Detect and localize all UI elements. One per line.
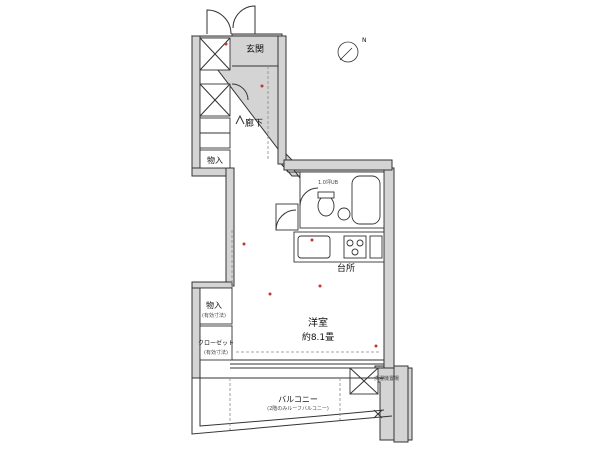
compass-icon: N bbox=[337, 37, 367, 63]
storage-top-label: 物入 bbox=[207, 155, 223, 165]
corridor-area: 廊下 bbox=[235, 66, 269, 160]
storage-left: 物入 (有効寸法) bbox=[199, 287, 233, 325]
western-room-size: 約8.1畳 bbox=[302, 331, 334, 343]
storage-left-label: 物入 bbox=[206, 300, 222, 310]
compass-label: N bbox=[362, 37, 367, 44]
outer-walls bbox=[190, 33, 413, 443]
western-room-label: 洋室 bbox=[308, 316, 328, 329]
shoe-cabinet bbox=[199, 83, 249, 117]
balcony: バルコニー (2階のみルーフバルコニー) bbox=[191, 377, 393, 435]
storage-bath bbox=[275, 203, 299, 231]
drain-icon bbox=[373, 409, 383, 419]
balcony-note: (2階のみルーフバルコニー) bbox=[267, 405, 329, 412]
laundry-label: 洗濯機置場 bbox=[374, 375, 399, 382]
entrance-label: 玄関 bbox=[246, 43, 264, 55]
closet: クローゼット (有効寸法) bbox=[198, 325, 234, 361]
storage-top: 物入 bbox=[199, 149, 231, 169]
closet-label: クローゼット bbox=[198, 339, 234, 347]
kitchen-label: 台所 bbox=[337, 262, 355, 274]
meter-box bbox=[199, 117, 231, 149]
entrance-area: 玄関 bbox=[199, 37, 278, 71]
balcony-label: バルコニー bbox=[278, 395, 318, 404]
kitchen-counter: 台所 bbox=[293, 231, 385, 274]
western-room: 洋室 約8.1畳 bbox=[230, 230, 384, 369]
bath-note: 1.0坪UB bbox=[318, 179, 339, 186]
corridor-label: 廊下 bbox=[245, 117, 263, 129]
closet-note: (有効寸法) bbox=[204, 349, 228, 356]
electric-outlets bbox=[224, 42, 378, 348]
storage-left-note: (有効寸法) bbox=[202, 312, 226, 319]
entrance-doors bbox=[200, 5, 278, 37]
bathroom: 1.0坪UB bbox=[299, 171, 385, 229]
laundry: 洗濯機置場 bbox=[349, 367, 399, 395]
